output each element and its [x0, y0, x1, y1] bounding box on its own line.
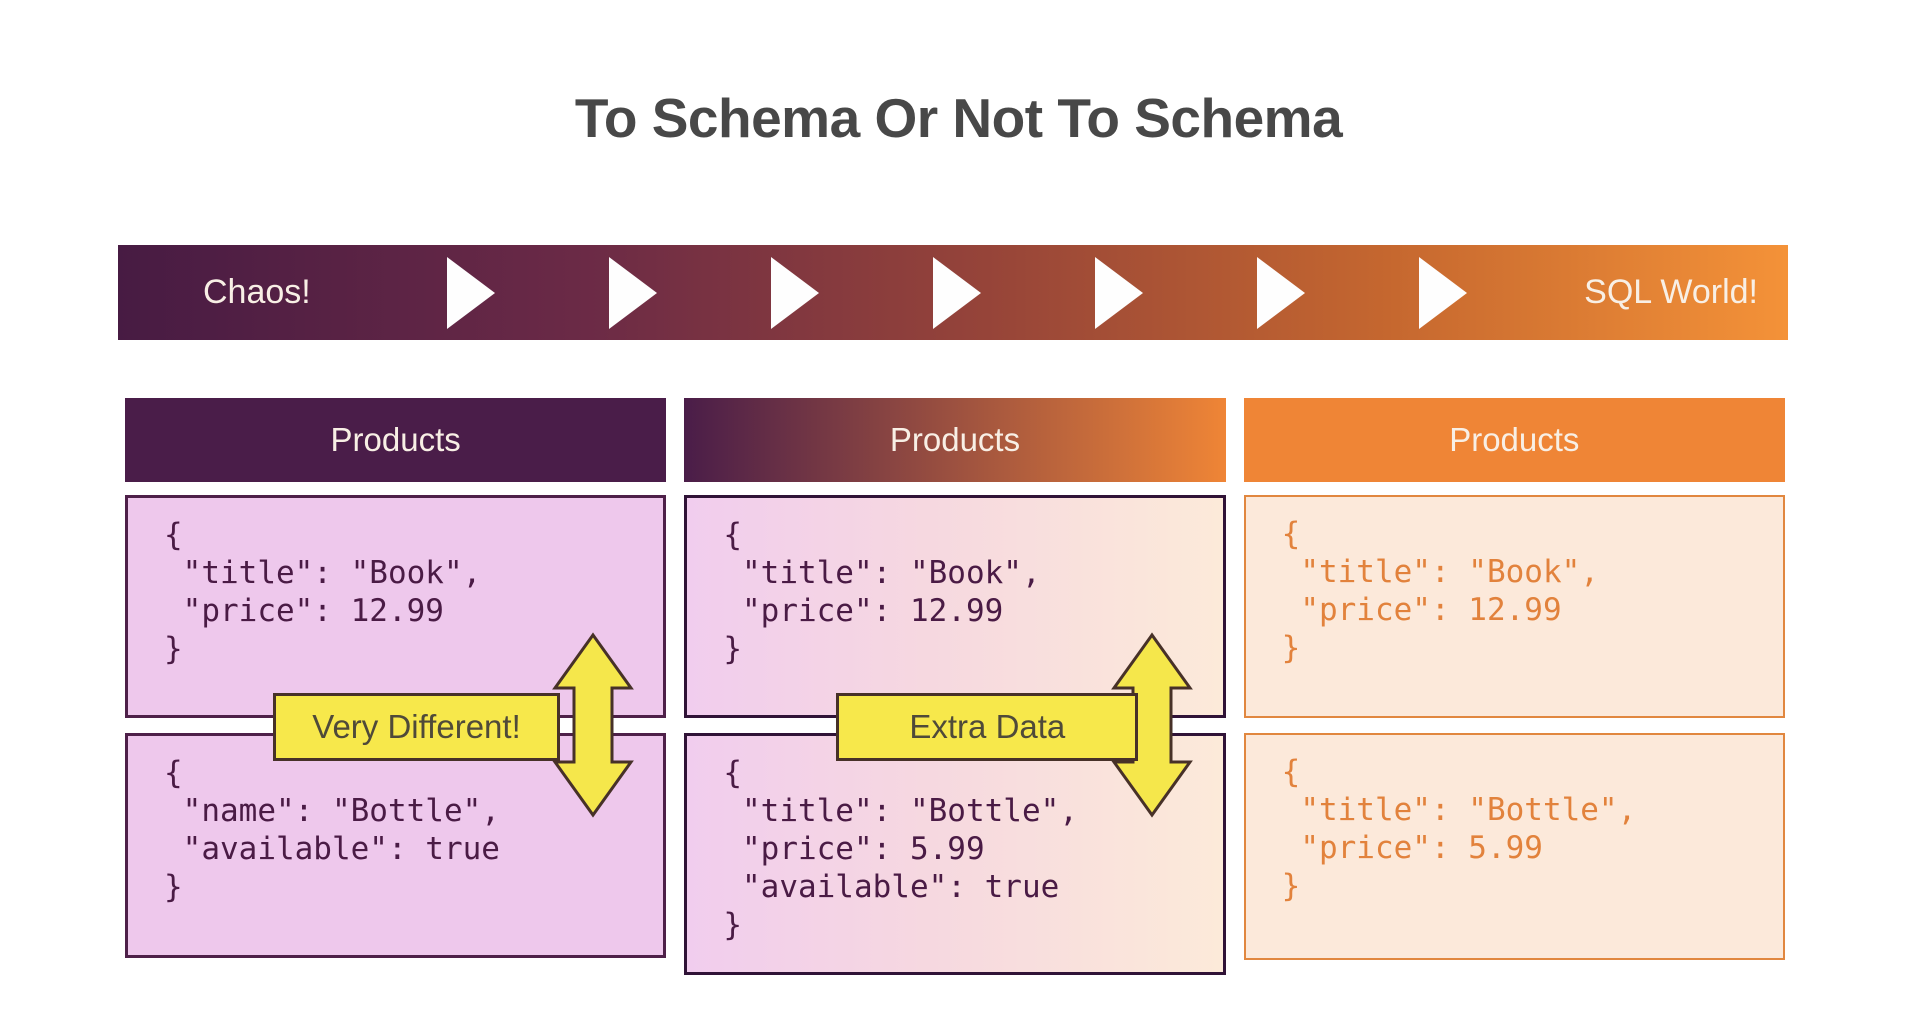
json-record-box: { "name": "Bottle", "available": true }: [125, 733, 667, 958]
json-record-box: { "title": "Book", "price": 12.99 }: [1243, 495, 1785, 718]
table-header: Products: [684, 398, 1226, 482]
table-header: Products: [1243, 398, 1785, 482]
flow-arrow-icon: [1419, 257, 1467, 329]
column-chaos: Products { "title": "Book", "price": 12.…: [125, 398, 667, 990]
json-code: { "title": "Book", "price": 12.99 }: [1281, 516, 1599, 666]
json-code: { "name": "Bottle", "available": true }: [164, 755, 500, 905]
table-header-label: Products: [1449, 421, 1580, 458]
json-code: { "title": "Book", "price": 12.99 }: [723, 517, 1041, 667]
flow-arrow-icon: [771, 257, 819, 329]
flow-bar: Chaos! SQL World!: [118, 245, 1788, 340]
page-title: To Schema Or Not To Schema: [574, 87, 1343, 149]
table-header-label: Products: [330, 421, 461, 458]
column-sql: Products { "title": "Book", "price": 12.…: [1243, 398, 1785, 990]
callout-label: Extra Data: [836, 693, 1139, 761]
flow-bar-chaos-label: Chaos!: [203, 273, 311, 311]
json-record-box: { "title": "Book", "price": 12.99 }: [684, 495, 1226, 718]
column-middle: Products { "title": "Book", "price": 12.…: [684, 398, 1226, 990]
callout-label: Very Different!: [273, 693, 560, 761]
flow-arrow-icon: [933, 257, 981, 329]
double-arrow-icon: [552, 632, 634, 818]
table-header-label: Products: [889, 421, 1021, 458]
flow-arrow-icon: [1095, 257, 1143, 329]
flow-arrow-icon: [447, 257, 495, 329]
flow-bar-sql-label: SQL World!: [1584, 273, 1758, 311]
json-code: { "title": "Book", "price": 12.99 }: [164, 517, 482, 667]
flow-arrow-icon: [1257, 257, 1305, 329]
columns: Products { "title": "Book", "price": 12.…: [125, 398, 1785, 990]
double-arrow-icon: [1111, 632, 1194, 818]
table-header: Products: [125, 398, 667, 482]
json-code: { "title": "Bottle", "price": 5.99 }: [1281, 754, 1637, 904]
json-record-box: { "title": "Bottle", "price": 5.99 }: [1243, 733, 1785, 960]
json-code: { "title": "Bottle", "price": 5.99 "avai…: [723, 755, 1078, 943]
flow-arrow-icon: [609, 257, 657, 329]
flow-arrows: [118, 245, 1788, 340]
